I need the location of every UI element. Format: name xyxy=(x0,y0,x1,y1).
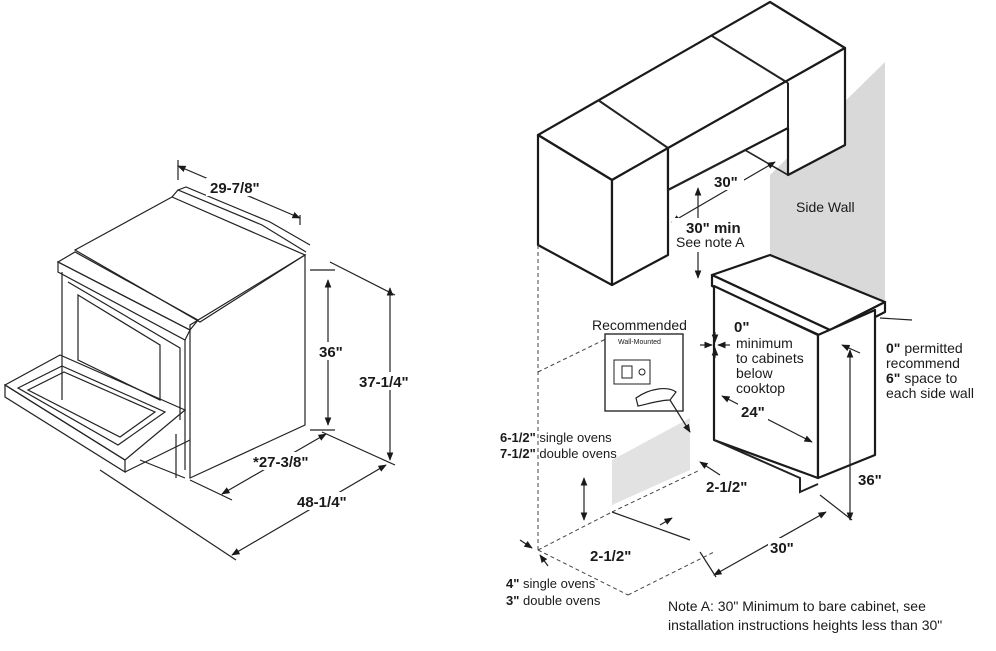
side-recommend-line: recommend xyxy=(886,355,960,371)
side-space-line: 6" space to xyxy=(886,370,957,386)
side-permitted-text: permitted xyxy=(900,340,962,356)
zero-min-line-3: below xyxy=(736,365,773,381)
outlet-double-line: 7-1/2" double ovens xyxy=(500,446,617,461)
side-six-value: 6" xyxy=(886,370,900,386)
recommended-label: Recommended xyxy=(592,317,687,333)
see-note-label: See note A xyxy=(676,234,745,250)
floor-double-line: 3" double ovens xyxy=(506,593,601,608)
wall-mounted-label: Wall-Mounted xyxy=(618,339,661,346)
outlet-double-value: 7-1/2" xyxy=(500,446,536,461)
note-a-line-2: installation instructions heights less t… xyxy=(668,617,942,633)
outlet-single-text: single ovens xyxy=(536,430,612,445)
installation-drawing: 30" 30" min See note A Side Wall Recomme… xyxy=(500,0,974,633)
wall-mounted-outlet-inset: Wall-Mounted xyxy=(604,333,684,412)
range-drawing: 29-7/8" 36" 37-1/4" *27-3/8" 48-1/4" xyxy=(3,160,418,561)
range-open-depth-label: 48-1/4" xyxy=(297,494,347,511)
range-total-height-label: 37-1/4" xyxy=(359,374,409,391)
floor-single-text: single ovens xyxy=(519,576,595,591)
cabinet-depth-label: 24" xyxy=(741,404,765,421)
zero-min-line-2: to cabinets xyxy=(736,350,804,366)
outlet-gap-label: 2-1/2" xyxy=(706,479,747,496)
floor-double-value: 3" xyxy=(506,593,519,608)
zero-min-value: 0" xyxy=(734,319,749,336)
zero-min-line-1: minimum xyxy=(736,335,793,351)
outlet-area-shade xyxy=(612,418,690,505)
note-a-line-1: Note A: 30" Minimum to bare cabinet, see xyxy=(668,598,926,614)
zero-min-line-4: cooktop xyxy=(736,380,785,396)
cutout-width-label: 30" xyxy=(770,540,794,557)
side-wall-shade xyxy=(770,62,885,300)
outlet-double-text: double ovens xyxy=(536,446,617,461)
outlet-single-value: 6-1/2" xyxy=(500,430,536,445)
floor-double-text: double ovens xyxy=(519,593,600,608)
side-permitted-line: 0" permitted xyxy=(886,340,963,356)
range-height-label: 36" xyxy=(319,344,343,361)
side-space-text: space to xyxy=(900,370,957,386)
floor-gap-label: 2-1/2" xyxy=(590,548,631,565)
counter-height-label: 36" xyxy=(858,472,882,489)
side-zero-value: 0" xyxy=(886,340,900,356)
side-each-line: each side wall xyxy=(886,385,974,401)
range-width-label: 29-7/8" xyxy=(210,180,260,197)
side-wall-label: Side Wall xyxy=(796,199,855,215)
hood-width-label: 30" xyxy=(714,174,738,191)
floor-single-value: 4" xyxy=(506,576,519,591)
min-clearance-label: 30" min xyxy=(686,220,741,237)
floor-single-line: 4" single ovens xyxy=(506,576,596,591)
range-depth-label: *27-3/8" xyxy=(253,454,308,471)
outlet-single-line: 6-1/2" single ovens xyxy=(500,430,612,445)
